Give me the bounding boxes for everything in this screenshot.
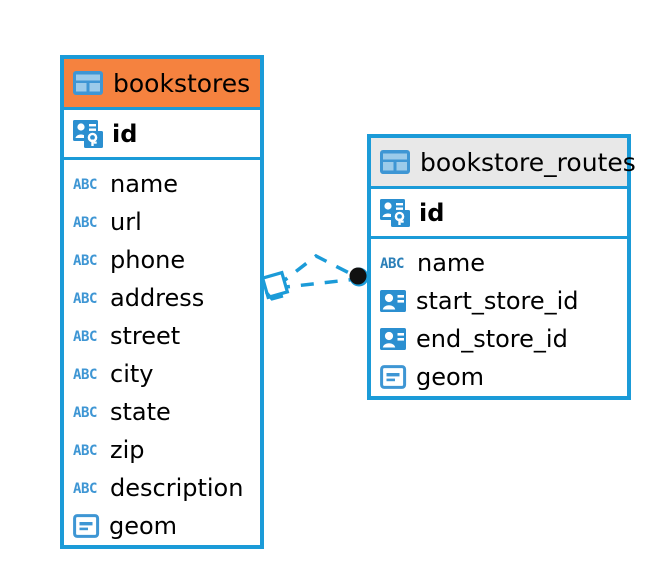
- field-row-street[interactable]: ABC street: [64, 317, 260, 355]
- svg-text:ABC: ABC: [73, 481, 97, 496]
- svg-text:ABC: ABC: [73, 177, 97, 192]
- field-row-description[interactable]: ABC description: [64, 469, 260, 507]
- table-icon: [380, 150, 410, 174]
- entity-header-bookstore-routes: bookstore_routes: [371, 138, 636, 186]
- entity-title: bookstore_routes: [420, 147, 636, 177]
- field-label: zip: [110, 436, 145, 464]
- entity-fields-bookstore-routes: ABC name start_store_id: [371, 239, 627, 403]
- text-field-icon: ABC: [73, 252, 101, 268]
- primary-key-icon: [380, 198, 410, 227]
- text-field-icon: ABC: [380, 255, 408, 271]
- text-field-icon: ABC: [73, 404, 101, 420]
- diamond-marker: [260, 270, 290, 301]
- foreign-key-icon: [380, 327, 407, 351]
- entity-title: bookstores: [113, 68, 251, 98]
- field-label: end_store_id: [416, 325, 568, 353]
- field-label: city: [110, 360, 154, 388]
- field-row-city[interactable]: ABC city: [64, 355, 260, 393]
- field-label: description: [110, 474, 244, 502]
- field-row-phone[interactable]: ABC phone: [64, 241, 260, 279]
- svg-text:ABC: ABC: [73, 329, 97, 344]
- field-label: state: [110, 398, 171, 426]
- foreign-key-icon: [380, 289, 407, 313]
- field-label: street: [110, 322, 181, 350]
- text-field-icon: ABC: [73, 366, 101, 382]
- field-label: id: [419, 198, 445, 227]
- field-label: geom: [416, 363, 485, 391]
- field-row-name[interactable]: ABC name: [371, 244, 627, 282]
- entity-header-bookstores: bookstores: [64, 59, 260, 107]
- field-label: phone: [110, 246, 186, 274]
- text-field-icon: ABC: [73, 480, 101, 496]
- field-row-geom[interactable]: geom: [371, 358, 627, 396]
- field-label: start_store_id: [416, 287, 579, 315]
- text-field-icon: ABC: [73, 176, 101, 192]
- filled-circle-marker: [349, 267, 369, 287]
- primary-key-icon: [73, 119, 103, 148]
- field-row-end-store-id[interactable]: end_store_id: [371, 320, 627, 358]
- field-row-start-store-id[interactable]: start_store_id: [371, 282, 627, 320]
- entity-fields-bookstores: ABC name ABC url ABC phone: [64, 160, 260, 552]
- field-row-id[interactable]: id: [64, 110, 260, 157]
- field-label: name: [110, 170, 179, 198]
- field-row-name[interactable]: ABC name: [64, 165, 260, 203]
- svg-text:ABC: ABC: [73, 367, 97, 382]
- geometry-field-icon: [73, 514, 100, 538]
- field-label: geom: [109, 512, 178, 540]
- entity-key-section-bookstore-routes: id: [371, 186, 627, 239]
- table-icon: [73, 71, 103, 95]
- svg-text:ABC: ABC: [73, 253, 97, 268]
- relationship-line-upper: [275, 253, 358, 288]
- svg-text:ABC: ABC: [380, 256, 404, 271]
- field-label: url: [110, 208, 142, 236]
- relationship-line-lower: [276, 277, 358, 290]
- field-row-id[interactable]: id: [371, 189, 627, 236]
- field-row-geom[interactable]: geom: [64, 507, 260, 545]
- svg-text:ABC: ABC: [73, 215, 97, 230]
- text-field-icon: ABC: [73, 214, 101, 230]
- field-label: name: [417, 249, 486, 277]
- field-label: id: [112, 119, 138, 148]
- text-field-icon: ABC: [73, 290, 101, 306]
- geometry-field-icon: [380, 365, 407, 389]
- field-label: address: [110, 284, 205, 312]
- svg-text:ABC: ABC: [73, 291, 97, 306]
- entity-bookstore-routes[interactable]: bookstore_routes id: [367, 134, 636, 403]
- field-row-zip[interactable]: ABC zip: [64, 431, 260, 469]
- field-row-address[interactable]: ABC address: [64, 279, 260, 317]
- entity-key-section-bookstores: id: [64, 107, 260, 160]
- entity-bookstores[interactable]: bookstores id: [60, 55, 264, 549]
- text-field-icon: ABC: [73, 328, 101, 344]
- svg-text:ABC: ABC: [73, 443, 97, 458]
- field-row-url[interactable]: ABC url: [64, 203, 260, 241]
- text-field-icon: ABC: [73, 442, 101, 458]
- field-row-state[interactable]: ABC state: [64, 393, 260, 431]
- svg-text:ABC: ABC: [73, 405, 97, 420]
